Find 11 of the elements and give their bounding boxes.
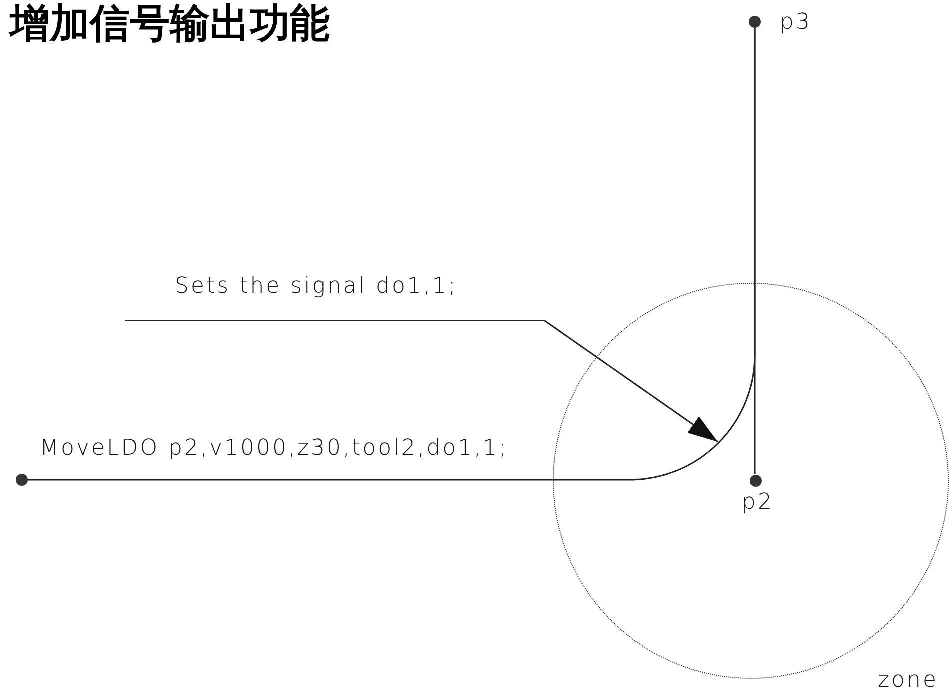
callout-label: Sets the signal do1,1;: [125, 274, 545, 321]
path-line: [754, 28, 756, 474]
point-label: p2: [742, 490, 774, 516]
leader-arrow: [544, 320, 718, 443]
point-marker: [750, 475, 762, 487]
instruction-text: MoveLDO p2,v1000,z30,tool2,do1,1;: [40, 436, 508, 462]
point-label: p3: [780, 10, 812, 36]
point-marker: [749, 16, 761, 28]
title: 增加信号输出功能: [10, 0, 330, 49]
point-marker: [16, 474, 28, 486]
point-label: zone: [878, 668, 938, 692]
